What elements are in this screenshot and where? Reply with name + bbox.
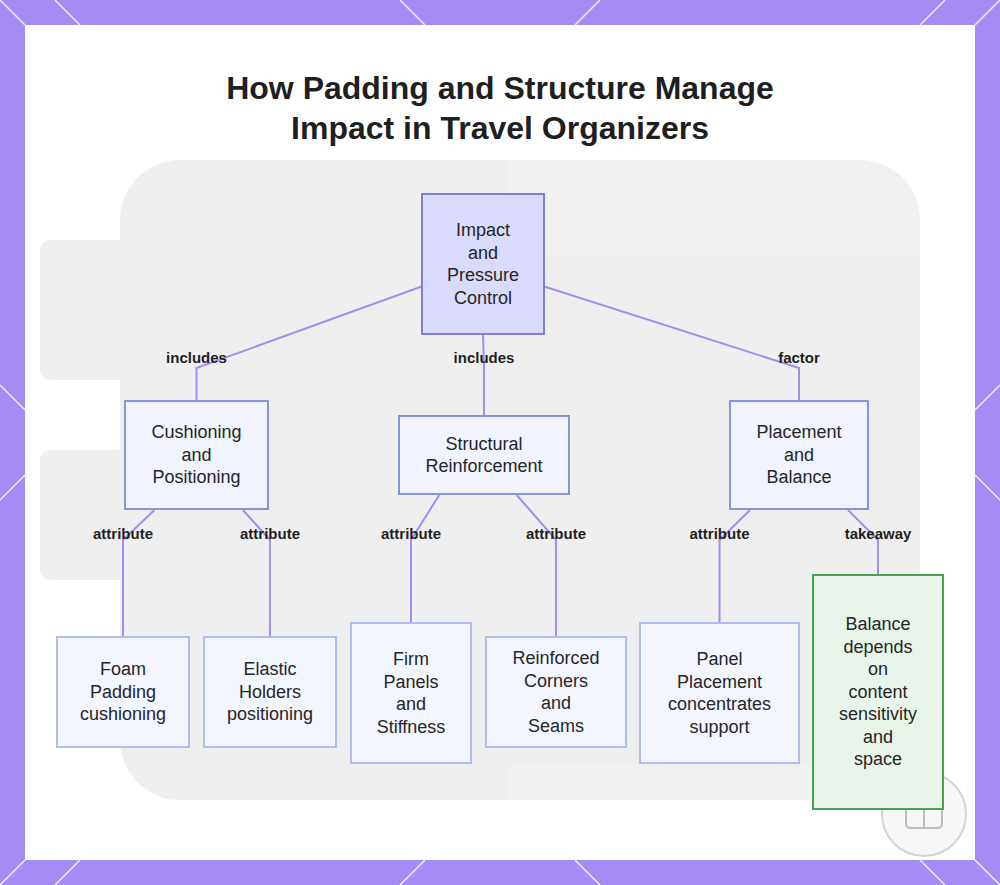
edge-label: attribute (526, 525, 586, 543)
border-line (0, 385, 25, 410)
connector-line (197, 287, 422, 400)
attribute-box: Reinforced Corners and Seams (485, 636, 627, 748)
attribute-box: Foam Padding cushioning (56, 636, 190, 748)
connector-line (483, 335, 484, 415)
border-line (975, 475, 1000, 500)
takeaway-box: Balance depends on content sensitivity a… (812, 574, 944, 810)
attribute-box: Elastic Holders positioning (203, 636, 337, 748)
connector-line (517, 495, 556, 636)
node-label: Placement and Balance (752, 421, 847, 489)
node-label: Elastic Holders positioning (218, 658, 323, 726)
node-label: Cushioning and Positioning (142, 421, 252, 489)
edge-label: includes (166, 349, 227, 367)
node-label: Panel Placement concentrates support (657, 648, 782, 738)
edge-label: attribute (240, 525, 300, 543)
text-stack: Firm Panels and Stiffness (368, 648, 454, 738)
border-line (400, 860, 425, 885)
border-line (400, 0, 425, 25)
border-line (975, 860, 1000, 885)
faded-pocket (560, 340, 900, 540)
node-label: Reinforced Corners and Seams (512, 647, 601, 737)
edge-label: attribute (381, 525, 441, 543)
connector-line (545, 287, 799, 400)
text-stack: Elastic Holders positioning (218, 658, 323, 726)
node-label: Foam Padding cushioning (73, 658, 173, 726)
border-line (0, 860, 25, 885)
category-box: Cushioning and Positioning (124, 400, 269, 510)
category-box: Structural Reinforcement (398, 415, 570, 495)
border-line (920, 860, 945, 885)
edge-label: factor (778, 349, 820, 367)
edge-label: attribute (93, 525, 153, 543)
border-line (575, 0, 600, 25)
border-line (55, 0, 80, 25)
edge-label: takeaway (845, 525, 912, 543)
text-stack: Impact and Pressure Control (441, 219, 526, 309)
border-line (975, 0, 1000, 25)
faded-illustration (40, 160, 920, 800)
border-line (0, 0, 25, 25)
text-stack: Foam Padding cushioning (73, 658, 173, 726)
text-stack: Structural Reinforcement (414, 433, 554, 478)
attribute-box: Panel Placement concentrates support (639, 622, 800, 764)
category-box: Placement and Balance (729, 400, 869, 510)
border-line (575, 860, 600, 885)
faded-card (40, 240, 290, 380)
node-label: Firm Panels and Stiffness (368, 648, 454, 738)
node-label: Balance depends on content sensitivity a… (838, 613, 918, 771)
logo-icon (923, 808, 925, 828)
edge-label: attribute (690, 525, 750, 543)
text-stack: Cushioning and Positioning (142, 421, 252, 489)
text-stack: Placement and Balance (752, 421, 847, 489)
faded-pouch (180, 600, 480, 780)
edge-label: includes (454, 349, 515, 367)
connector-line (411, 495, 439, 622)
border-line (920, 0, 945, 25)
border-line (55, 860, 80, 885)
text-stack: Reinforced Corners and Seams (512, 647, 601, 737)
border-line (975, 385, 1000, 410)
root-box: Impact and Pressure Control (421, 193, 545, 335)
node-label: Structural Reinforcement (414, 433, 554, 478)
border-line (0, 475, 25, 500)
text-stack: Balance depends on content sensitivity a… (838, 613, 918, 771)
diagram-title: How Padding and Structure Manage Impact … (200, 68, 800, 148)
attribute-box: Firm Panels and Stiffness (350, 622, 472, 764)
text-stack: Panel Placement concentrates support (657, 648, 782, 738)
node-label: Impact and Pressure Control (441, 219, 526, 309)
